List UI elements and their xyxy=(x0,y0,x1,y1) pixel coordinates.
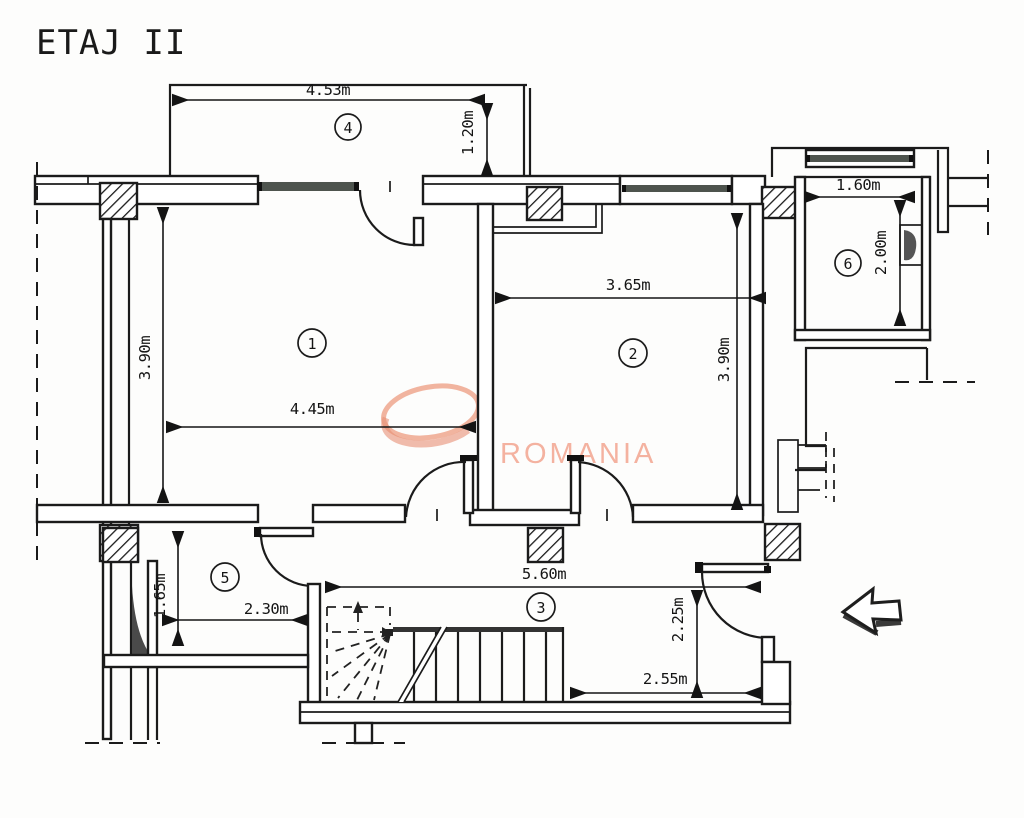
window-glazing xyxy=(625,185,728,192)
room3-number: 3 xyxy=(526,592,556,622)
room2-niche xyxy=(492,205,603,234)
wall-stub xyxy=(412,216,425,247)
west-wall-band xyxy=(101,217,113,741)
room5-bottom-wall xyxy=(102,653,310,669)
dim-label-2-55: 2.55m xyxy=(643,670,687,688)
door-leaf-room1 xyxy=(462,458,475,515)
room6-right-wall xyxy=(920,175,932,342)
dim-label-1-20: 1.20m xyxy=(459,111,477,155)
dim-label-1-65: 1.65m xyxy=(151,574,169,618)
wall-segment xyxy=(730,174,767,206)
sink-bowl xyxy=(904,230,917,261)
stair-block xyxy=(102,582,792,745)
wall-segment xyxy=(468,508,581,527)
flue-shape xyxy=(132,586,151,656)
wall-segment xyxy=(631,503,765,524)
dim-label-3-65: 3.65m xyxy=(606,276,650,294)
wall-segment xyxy=(311,503,407,524)
dim-label-3-90-right: 3.90m xyxy=(715,338,733,382)
room4-number-text: 4 xyxy=(343,119,352,137)
room6-left-wall xyxy=(793,175,807,342)
door-swing-balcony xyxy=(358,189,416,247)
column xyxy=(98,181,139,221)
room1-number: 1 xyxy=(297,328,327,358)
stair-winders-dashed xyxy=(326,601,393,703)
balcony-door-glazing xyxy=(260,182,357,191)
entry-door-swing xyxy=(700,571,769,640)
entry-right-wall xyxy=(760,660,792,706)
dim-label-5-60: 5.60m xyxy=(522,565,566,583)
room6-number: 6 xyxy=(834,249,862,277)
divider-wall-r1-r2 xyxy=(476,202,495,515)
entrance-arrow xyxy=(840,585,903,637)
column xyxy=(525,185,564,222)
room6-bottom-wall xyxy=(793,328,932,342)
door-swing-room2 xyxy=(577,460,635,518)
door-swing-room5 xyxy=(259,533,314,588)
wall-segment xyxy=(421,174,622,206)
page-title: ETAJ II xyxy=(36,23,186,63)
dim-label-3-90-left: 3.90m xyxy=(136,336,154,380)
dim-label-4-45: 4.45m xyxy=(290,400,334,418)
watermark: ROMANIA xyxy=(381,383,653,470)
entrance-arrow-shape xyxy=(840,585,903,637)
entry-door-leaf xyxy=(700,562,770,574)
room1-number-text: 1 xyxy=(307,335,316,353)
dimensions: 4.53m 1.20m 3.90m 4.45m 3.65m 3.90m 1.60… xyxy=(136,81,915,700)
dim-label-2-00: 2.00m xyxy=(872,231,890,275)
room6-number-text: 6 xyxy=(843,255,852,273)
break-line-gap xyxy=(398,627,447,702)
column xyxy=(763,522,802,562)
north-wall xyxy=(33,174,799,247)
room6-window-glazing xyxy=(810,155,910,162)
room5-number: 5 xyxy=(210,562,240,592)
column xyxy=(760,185,799,220)
entry-area xyxy=(695,439,835,706)
balcony-outline xyxy=(168,83,527,178)
stair-top-rail xyxy=(393,627,563,632)
door-leaf-room5 xyxy=(258,526,315,538)
balcony-room4 xyxy=(168,83,532,178)
stair-up-arrow xyxy=(353,601,363,613)
column xyxy=(101,526,140,564)
wall-segment xyxy=(35,503,260,524)
room2-east-wall xyxy=(748,202,765,517)
door-leaf-room2 xyxy=(569,458,582,515)
room4-number: 4 xyxy=(334,113,362,141)
shaft xyxy=(777,439,799,513)
room2-niche xyxy=(492,205,597,228)
room2-number-text: 2 xyxy=(628,345,637,363)
stair-left-wall xyxy=(306,582,322,708)
column xyxy=(526,526,565,564)
room-numbers: 1 2 3 4 5 6 xyxy=(210,113,862,622)
door-swing-room1 xyxy=(404,460,467,518)
room3-number-text: 3 xyxy=(536,599,545,617)
room6-block xyxy=(770,146,989,498)
dim-label-1-60: 1.60m xyxy=(836,176,880,194)
dim-label-2-25: 2.25m xyxy=(669,598,687,642)
terrace-outline xyxy=(804,346,927,448)
dim-label-4-53: 4.53m xyxy=(306,81,350,99)
room5-number-text: 5 xyxy=(220,569,229,587)
wall-stub xyxy=(760,635,776,664)
room2-number: 2 xyxy=(618,338,648,368)
dim-label-2-30: 2.30m xyxy=(244,600,288,618)
room6-balcony-outline xyxy=(770,146,950,234)
wall-stub xyxy=(353,721,374,745)
south-wall xyxy=(35,455,802,588)
wall-segment xyxy=(33,174,260,206)
